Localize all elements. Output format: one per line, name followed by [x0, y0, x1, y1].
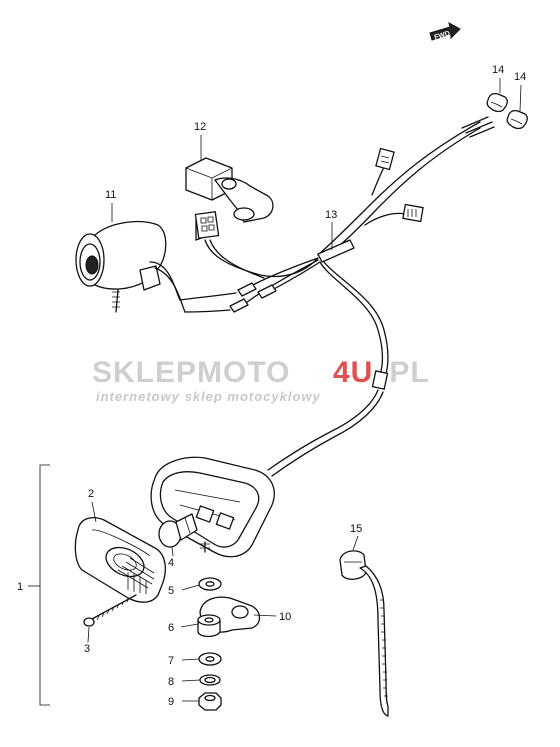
bulb-part-4	[158, 513, 198, 548]
callout-2: 2	[88, 488, 94, 500]
watermark-tagline: internetowy sklep motocyklowy	[96, 389, 321, 404]
wiring-harness-part-13	[239, 116, 495, 477]
callout-13: 13	[325, 209, 337, 221]
watermark-brand-2: 4U	[333, 356, 373, 389]
callout-3: 3	[84, 643, 90, 655]
cable-tie-part-15	[339, 550, 389, 717]
washer-part-7	[198, 652, 222, 666]
cushion-clamp-parts-6-10	[197, 596, 261, 638]
callout-12: 12	[194, 121, 206, 133]
washer-part-5	[198, 577, 222, 591]
callout-4: 4	[168, 557, 174, 569]
assembly-bracket-part-1	[28, 464, 50, 706]
callout-11: 11	[105, 189, 116, 201]
nut-part-9	[198, 692, 222, 711]
screw-part-3	[83, 594, 137, 627]
callout-8: 8	[168, 676, 174, 688]
watermark: SKLEPMOTO 4U .PL internetowy sklep motoc…	[92, 356, 429, 404]
fwd-arrow-icon: FWD	[429, 22, 461, 41]
fwd-label: FWD	[434, 30, 451, 41]
callout-10: 10	[279, 611, 291, 623]
lens-part-2	[74, 517, 166, 603]
callout-14b: 14	[514, 71, 526, 83]
callout-9: 9	[168, 696, 174, 708]
callout-5: 5	[168, 585, 174, 597]
leader-lines	[87, 78, 522, 702]
callout-7: 7	[168, 655, 174, 667]
relay-connector-part-12	[185, 157, 319, 279]
callout-labels: 1 2 3 4 5 6 7 8 9 10 11 12 13 14 14 15	[17, 64, 526, 708]
clamp-part-14	[486, 92, 528, 130]
bullet-connectors	[179, 282, 277, 313]
callout-15: 15	[350, 523, 362, 535]
license-lamp-part-11	[75, 220, 186, 313]
callout-6: 6	[168, 622, 174, 634]
watermark-brand-1: SKLEPMOTO	[92, 356, 290, 389]
callout-1: 1	[17, 581, 23, 593]
lock-washer-part-8	[199, 674, 221, 686]
callout-14a: 14	[492, 64, 504, 76]
